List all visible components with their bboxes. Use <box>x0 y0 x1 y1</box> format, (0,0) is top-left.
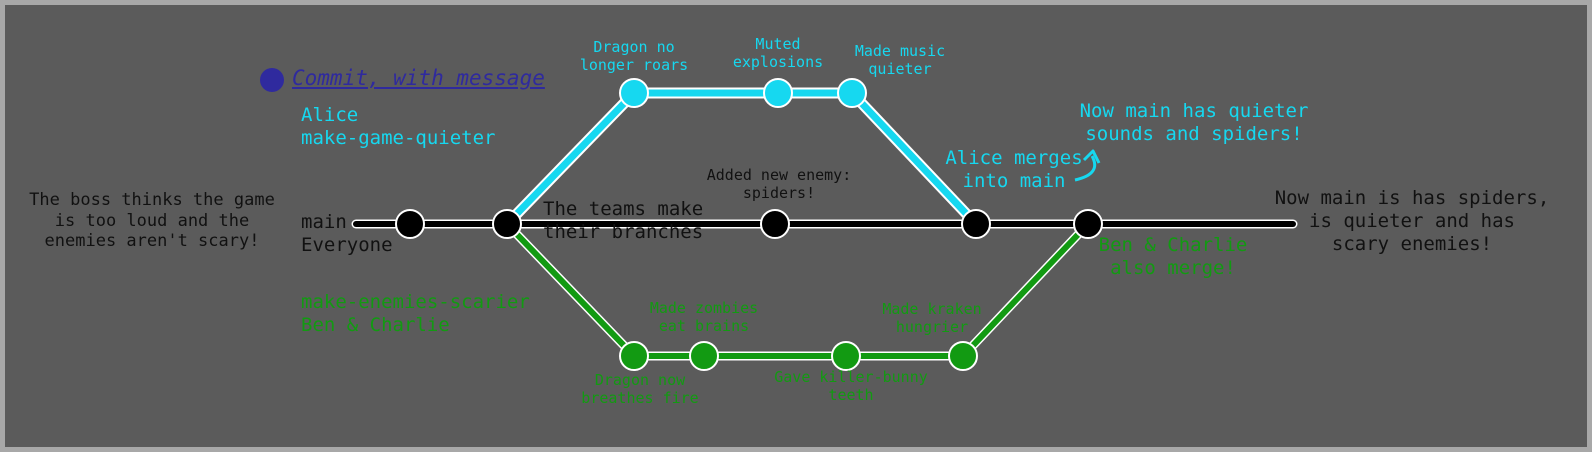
commit-message-line: eat brains <box>658 317 750 336</box>
alice-commit-2 <box>763 78 793 108</box>
branches-note-line: their branches <box>543 221 704 244</box>
commit-message-line: quieter <box>868 60 932 79</box>
commit-message-alice-2: Muted explosions <box>718 35 838 72</box>
main-branch-name: main <box>301 211 347 233</box>
team-merge-note-line: also merge! <box>1110 257 1236 280</box>
quieter-note-line: Now main has quieter <box>1079 100 1309 122</box>
start-note-line: is too loud and the <box>54 210 250 231</box>
commit-message-main-spiders: Added new enemy: spiders! <box>694 166 864 203</box>
alice-branch-label: Alice make-game-quieter <box>301 104 495 150</box>
team-merge-note: Ben & Charlie also merge! <box>1088 234 1258 280</box>
main-branch-owner: Everyone <box>301 234 393 257</box>
commit-message-line: breathes fire <box>581 389 699 408</box>
commit-message-line: Made zombies <box>649 299 759 317</box>
team-commit-3 <box>831 341 861 371</box>
main-commit-1 <box>395 209 425 239</box>
alice-commit-1 <box>619 78 649 108</box>
team-branch-line <box>504 221 1091 359</box>
commit-message-alice-1: Dragon no longer roars <box>574 38 694 75</box>
start-note-line: The boss thinks the game <box>29 190 275 210</box>
main-commit-branch-point <box>492 209 522 239</box>
alice-merge-note-line: Alice merges <box>945 147 1083 169</box>
team-commit-1 <box>619 341 649 371</box>
alice-merge-note-line: into main <box>962 170 1066 193</box>
team-commit-2 <box>689 341 719 371</box>
alice-merge-note: Alice merges into main <box>935 147 1093 193</box>
branches-note: The teams make their branches <box>543 198 703 244</box>
arrow-head-icon <box>1082 149 1101 164</box>
end-note-line: is quieter and has <box>1309 210 1515 233</box>
team-branch-owner: Ben & Charlie <box>301 314 450 337</box>
commit-message-line: hungrier <box>895 318 969 337</box>
main-commit-team-merge <box>1073 209 1103 239</box>
commit-message-line: Made kraken <box>882 300 982 318</box>
alice-commit-3 <box>837 78 867 108</box>
team-branch-name: make-enemies-scarier <box>301 291 530 313</box>
commit-message-line: Muted <box>755 35 801 53</box>
alice-branch-line <box>504 89 979 227</box>
commit-message-team-1: Dragon now breathes fire <box>570 371 710 408</box>
commit-message-line: Dragon no <box>593 38 675 56</box>
start-note: The boss thinks the game is too loud and… <box>14 190 290 252</box>
commit-message-line: explosions <box>732 53 824 72</box>
commit-message-team-3: Gave killer-bunny teeth <box>766 368 936 405</box>
team-commit-4 <box>948 341 978 371</box>
team-branch-label: make-enemies-scarier Ben & Charlie <box>301 291 530 337</box>
alice-branch-name: make-game-quieter <box>301 127 496 150</box>
commit-message-team-4: Made kraken hungrier <box>872 300 992 337</box>
team-merge-note-line: Ben & Charlie <box>1098 234 1248 256</box>
quieter-note: Now main has quieter sounds and spiders! <box>1065 100 1323 146</box>
commit-message-line: Dragon now <box>594 371 686 389</box>
main-commit-alice-merge <box>961 209 991 239</box>
commit-message-line: Added new enemy: <box>706 166 852 184</box>
commit-message-team-2: Made zombies eat brains <box>644 299 764 336</box>
main-commit-spiders <box>760 209 790 239</box>
alice-branch-owner: Alice <box>301 104 359 126</box>
start-note-line: enemies aren't scary! <box>44 231 260 252</box>
end-note-line: Now main is has spiders, <box>1274 187 1550 209</box>
commit-message-alice-3: Made music quieter <box>842 42 958 79</box>
commit-message-line: teeth <box>828 386 874 405</box>
quieter-note-line: sounds and spiders! <box>1085 123 1303 146</box>
commit-message-line: spiders! <box>742 184 816 203</box>
branches-note-line: The teams make <box>543 198 704 220</box>
commit-message-line: Made music <box>854 42 946 60</box>
commit-dot-icon <box>260 68 284 92</box>
commit-message-line: longer roars <box>579 56 689 75</box>
end-note-line: scary enemies! <box>1331 233 1493 256</box>
end-note: Now main is has spiders, is quieter and … <box>1262 187 1562 257</box>
main-branch-label: main Everyone <box>301 211 393 257</box>
curved-arrow-icon <box>1074 155 1097 182</box>
commit-message-line: Gave killer-bunny <box>774 368 928 386</box>
legend-label: Commit, with message <box>292 66 545 90</box>
